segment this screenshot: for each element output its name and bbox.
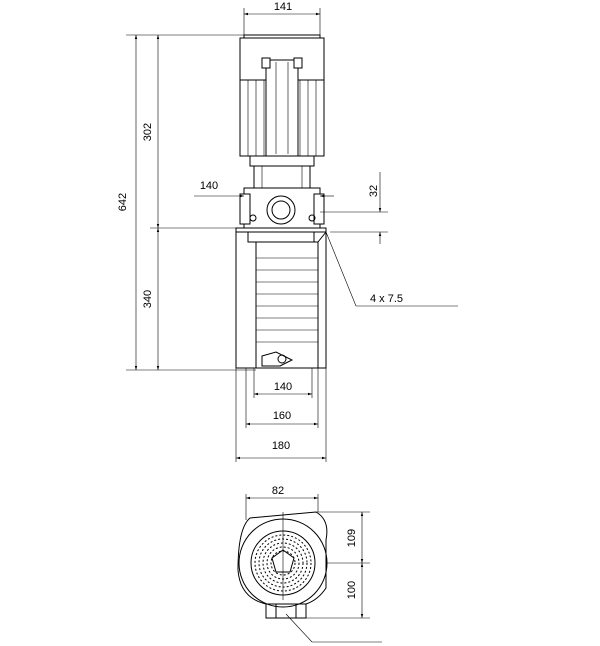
dim-642-label: 642 xyxy=(117,193,129,211)
dim-motor-width: 141 xyxy=(243,1,321,35)
dim-82-label: 82 xyxy=(272,485,284,497)
dim-base-widths: 140 160 180 xyxy=(235,368,327,462)
dim-total-height: 642 xyxy=(117,34,256,371)
dim-upper-height: 302 xyxy=(142,35,250,229)
bolt-holes-label: 4 x 7.5 xyxy=(370,293,403,305)
dim-340-label: 340 xyxy=(142,290,154,308)
dim-lower-height: 340 xyxy=(142,228,160,370)
front-view: 642 302 340 141 140 xyxy=(117,1,458,462)
top-view: 82 109 100 xyxy=(237,485,382,643)
dim-140-inlet-label: 140 xyxy=(200,180,218,192)
dim-32-label: 32 xyxy=(368,185,380,197)
motor xyxy=(239,34,325,167)
dim-180-label: 180 xyxy=(272,440,290,452)
dim-inlet-offset: 140 xyxy=(194,180,334,198)
dim-flange-height: 32 xyxy=(320,172,388,244)
dim-141-label: 141 xyxy=(274,1,292,13)
base-plate xyxy=(235,227,327,369)
dim-160-label: 160 xyxy=(273,410,291,422)
pump-head xyxy=(239,165,325,229)
dim-100-label: 100 xyxy=(346,581,358,599)
dim-140-base-label: 140 xyxy=(274,381,292,393)
dim-302-label: 302 xyxy=(142,123,154,141)
dim-109-label: 109 xyxy=(346,529,358,547)
dim-bolt-holes: 4 x 7.5 xyxy=(325,231,458,307)
